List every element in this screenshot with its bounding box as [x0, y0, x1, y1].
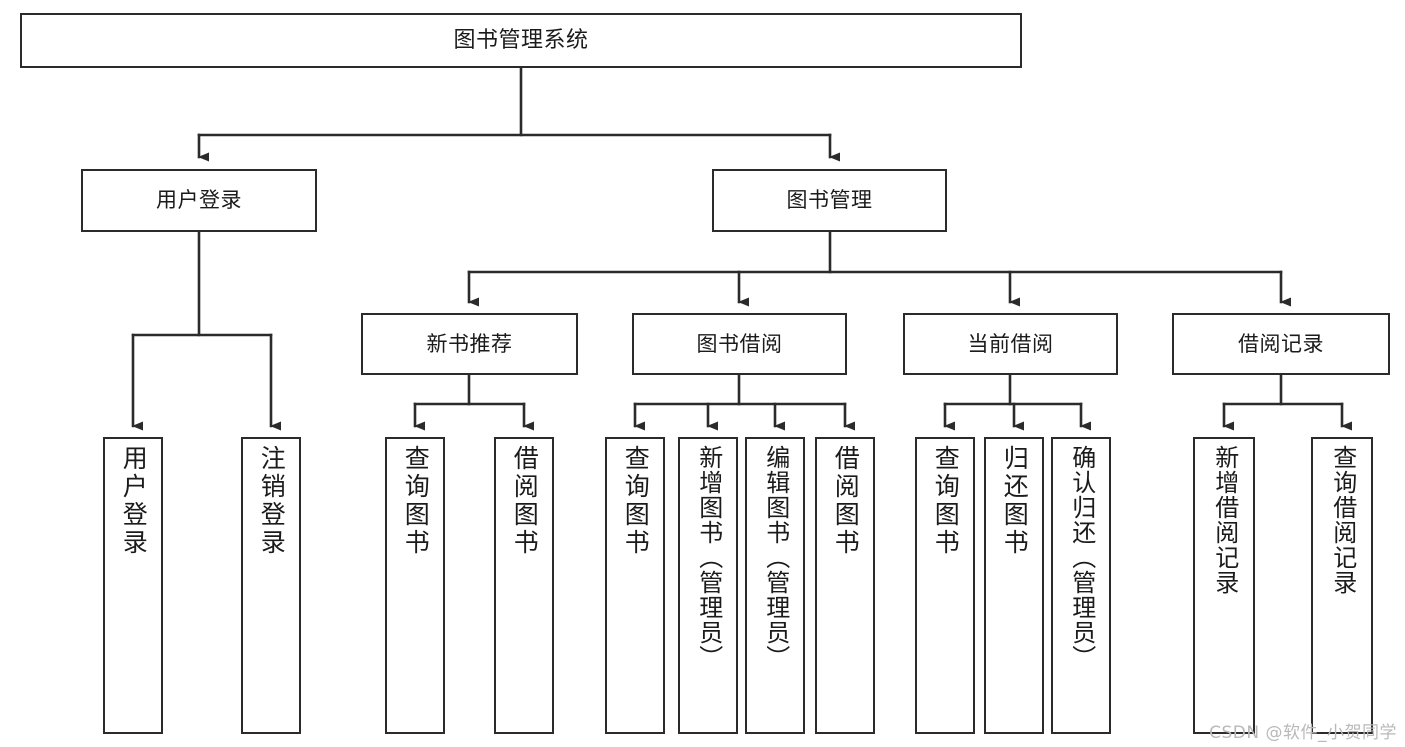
leaf-add-book[interactable]: 新增图书（管理员） — [678, 437, 738, 734]
leaf-borrow-book-rec-label: 借阅图书 — [510, 445, 540, 557]
node-current-borrow[interactable]: 当前借阅 — [903, 313, 1118, 375]
leaf-user-login[interactable]: 用户登录 — [103, 437, 163, 734]
leaf-query-book-rec[interactable]: 查询图书 — [385, 437, 445, 734]
leaf-query-book-current-label: 查询图书 — [931, 445, 961, 557]
leaf-borrow-book-borrow-label: 借阅图书 — [831, 445, 861, 557]
leaf-edit-book-label: 编辑图书（管理员） — [761, 445, 790, 670]
leaf-logout-login[interactable]: 注销登录 — [241, 437, 301, 734]
leaf-borrow-book-rec[interactable]: 借阅图书 — [494, 437, 554, 734]
node-book-manage-label: 图书管理 — [786, 188, 873, 213]
node-root-system[interactable]: 图书管理系统 — [20, 13, 1022, 68]
node-borrow-record[interactable]: 借阅记录 — [1172, 313, 1390, 375]
leaf-return-book-label: 归还图书 — [1000, 445, 1030, 557]
leaf-add-borrow-record-label: 新增借阅记录 — [1210, 445, 1239, 595]
leaf-add-borrow-record[interactable]: 新增借阅记录 — [1193, 437, 1255, 734]
leaf-query-borrow-record[interactable]: 查询借阅记录 — [1311, 437, 1373, 734]
leaf-query-borrow-record-label: 查询借阅记录 — [1328, 445, 1357, 595]
node-user-login-label: 用户登录 — [156, 188, 242, 213]
leaf-return-book[interactable]: 归还图书 — [984, 437, 1044, 734]
node-user-login[interactable]: 用户登录 — [81, 169, 317, 232]
csdn-watermark: CSDN @软件_小贺同学 — [1209, 723, 1397, 743]
leaf-confirm-return-label: 确认归还（管理员） — [1067, 445, 1096, 670]
node-new-book-rec-label: 新书推荐 — [426, 331, 513, 356]
node-book-manage[interactable]: 图书管理 — [712, 169, 947, 232]
leaf-add-book-label: 新增图书（管理员） — [694, 445, 723, 670]
leaf-logout-login-label: 注销登录 — [257, 445, 287, 557]
node-book-borrow-label: 图书借阅 — [696, 331, 783, 356]
leaf-query-book-current[interactable]: 查询图书 — [915, 437, 975, 734]
leaf-confirm-return[interactable]: 确认归还（管理员） — [1051, 437, 1111, 734]
leaf-borrow-book-borrow[interactable]: 借阅图书 — [815, 437, 875, 734]
node-root-system-label: 图书管理系统 — [453, 27, 589, 53]
node-borrow-record-label: 借阅记录 — [1238, 331, 1324, 356]
leaf-user-login-label: 用户登录 — [119, 445, 149, 557]
node-current-borrow-label: 当前借阅 — [967, 331, 1054, 356]
leaf-query-book-borrow-label: 查询图书 — [621, 445, 651, 557]
leaf-query-book-borrow[interactable]: 查询图书 — [605, 437, 665, 734]
leaf-edit-book[interactable]: 编辑图书（管理员） — [745, 437, 805, 734]
node-book-borrow[interactable]: 图书借阅 — [632, 313, 847, 375]
leaf-query-book-rec-label: 查询图书 — [401, 445, 431, 557]
node-new-book-rec[interactable]: 新书推荐 — [361, 313, 578, 375]
